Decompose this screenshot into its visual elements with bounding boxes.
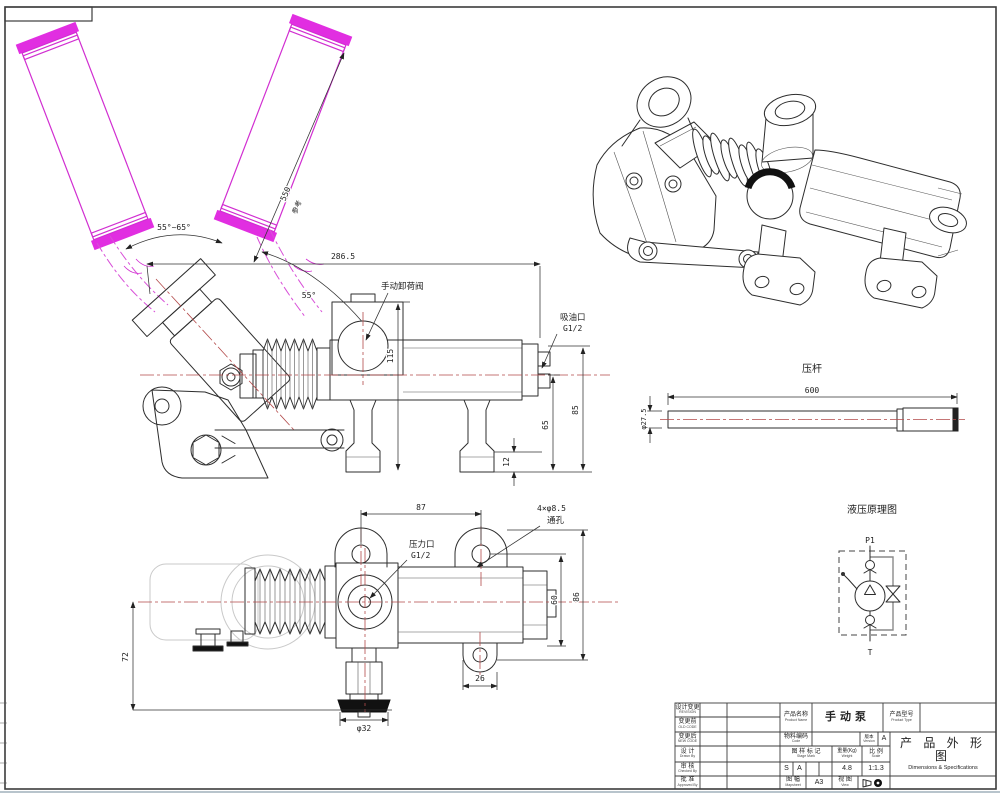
tb-row-drawn: 设 计 Drawn By: [679, 748, 696, 759]
tb-sheet-label: 图 幅 Mapsheet: [785, 777, 801, 787]
dim-holes-87: 87: [416, 503, 426, 512]
tb-version-label: 版本 Version: [863, 733, 875, 743]
tb-version-value: A: [881, 735, 887, 743]
tb-code-label: 物料编码 Code: [783, 733, 808, 744]
label-pressure-port: 压力口: [409, 539, 435, 550]
tb-stage-label: 图 样 标 记 Stage Mark: [791, 748, 821, 759]
tb-scale-value: 1:1.3: [868, 765, 884, 773]
plan-view: 压力口 G1/2 4×φ8.5 通孔 87 72 60 86 26 φ32: [120, 502, 618, 734]
tb-product-name-label: 产品名称 Product Name: [783, 712, 808, 722]
dim-base-12: 12: [502, 457, 511, 467]
dim-lever-note: 参考: [290, 199, 304, 215]
dim-axis-65: 65: [541, 420, 550, 430]
tb-stage-cell-3: [806, 762, 819, 776]
tb-row-revision: 设计变更 REVISION: [675, 704, 700, 715]
handle-swing-view: 55°~65° 55° 286.5 550 参考: [15, 13, 541, 356]
tb-scale-label: 比 例 Scale: [869, 748, 883, 759]
tb-code-value: [812, 732, 860, 746]
label-suction-thread: G1/2: [563, 324, 582, 333]
tb-weight-label: 重量(Kg) Weight: [837, 748, 857, 758]
tb-sheet-value: A3: [814, 778, 824, 786]
port-p1: P1: [865, 536, 875, 545]
schematic-title: 液压原理图: [847, 503, 897, 516]
tb-product-type-value: [920, 703, 996, 732]
dim-swing-angle: 55°: [302, 291, 316, 300]
tb-product-name-value: 手动泵: [825, 711, 870, 724]
tb-stage-cell-1: S: [784, 765, 789, 773]
dim-height-72: 72: [121, 652, 130, 662]
isometric-view: [592, 76, 967, 309]
pressure-rod-view: 压杆 600 φ27.5: [639, 363, 965, 443]
dim-height-115: 115: [386, 349, 395, 364]
dim-span: 286.5: [331, 252, 355, 261]
tb-row-old: 变更前 OLD CODE: [678, 719, 697, 729]
dim-offset-26: 26: [475, 674, 485, 683]
dim-port-85: 85: [571, 405, 580, 415]
projection-symbol: [862, 779, 882, 788]
tb-view-label: 视 图 View: [838, 777, 852, 787]
port-t: T: [868, 648, 873, 657]
label-suction-port: 吸油口: [560, 312, 586, 323]
tb-drawing-title: 产 品 外 形 图 Dimensions & Specifications: [899, 735, 986, 772]
front-view: 手动卸荷阀 吸油口 G1/2 115 65 85 12: [131, 258, 610, 486]
rod-title: 压杆: [802, 363, 822, 375]
label-holes: 4×φ8.5: [537, 504, 566, 513]
label-holes-note: 通孔: [547, 515, 565, 526]
tb-row-new: 变更后 NEW CODE: [677, 733, 698, 744]
dim-width-60: 60: [550, 595, 559, 605]
tb-weight-value: 4.8: [842, 765, 852, 773]
dim-rod-600: 600: [805, 386, 820, 395]
tb-stage-cell-4: [819, 762, 832, 776]
dim-width-86: 86: [572, 592, 581, 602]
label-relief-valve: 手动卸荷阀: [381, 281, 424, 292]
sheet-frame: [0, 6, 1000, 793]
title-block-grid: [674, 702, 997, 790]
tb-row-checked: 审 核 Checked By: [678, 763, 697, 774]
dim-rod-dia: φ27.5: [640, 408, 648, 429]
tb-stage-cell-2: A: [797, 765, 802, 773]
dim-pad-dia: φ32: [357, 724, 372, 733]
hydraulic-schematic: 液压原理图 P1 T: [838, 503, 907, 658]
tb-product-type-label: 产品型号 Product Type: [889, 712, 914, 722]
tb-row-approved: 批 准 Approved By: [677, 777, 698, 787]
label-pressure-thread: G1/2: [411, 551, 430, 560]
dim-angle-range: 55°~65°: [157, 223, 191, 232]
